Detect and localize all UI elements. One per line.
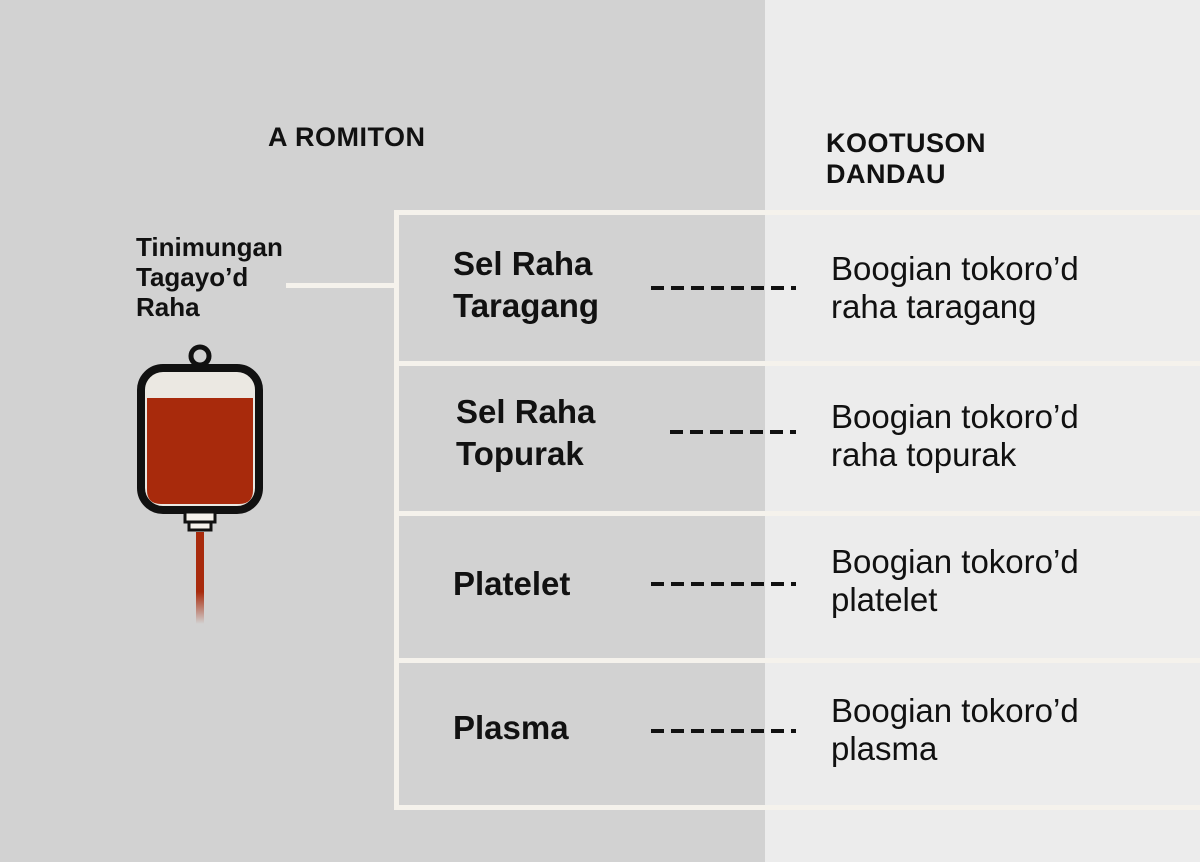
component-row: Plasma Boogian tokoro’d plasma <box>399 658 1200 809</box>
component-row: Platelet Boogian tokoro’d platelet <box>399 511 1200 662</box>
component-row: Sel Raha Taragang Boogian tokoro’d raha … <box>399 215 1200 361</box>
bag-valve-base <box>187 520 213 532</box>
source-heading: A ROMITON <box>268 122 426 152</box>
dashed-connector <box>651 582 796 586</box>
dashed-connector <box>651 729 796 733</box>
source-panel <box>0 0 765 862</box>
component-label: Sel Raha Topurak <box>456 393 596 472</box>
product-heading: KOOTUSON DANDAU <box>826 128 987 189</box>
dashed-connector <box>670 430 796 434</box>
bag-hanger-ring <box>188 344 212 368</box>
dashed-connector <box>651 286 796 290</box>
product-label: Boogian tokoro’d raha topurak <box>831 398 1079 473</box>
blood-bag-icon <box>137 344 263 624</box>
product-label: Boogian tokoro’d platelet <box>831 543 1079 618</box>
component-label: Sel Raha Taragang <box>453 245 600 324</box>
product-label: Boogian tokoro’d plasma <box>831 692 1079 767</box>
product-label: Boogian tokoro’d raha taragang <box>831 250 1079 325</box>
component-row: Sel Raha Topurak Boogian tokoro’d raha t… <box>399 361 1200 512</box>
product-panel <box>765 0 1200 862</box>
component-label: Platelet <box>453 565 571 602</box>
components-table: Sel Raha Taragang Boogian tokoro’d raha … <box>394 210 1200 810</box>
source-label: Tinimungan Tagayo’d Raha <box>136 232 283 322</box>
source-connector-line <box>286 283 396 288</box>
bag-tube <box>196 532 204 624</box>
component-label: Plasma <box>453 709 569 746</box>
bag-blood-fill <box>147 398 253 504</box>
